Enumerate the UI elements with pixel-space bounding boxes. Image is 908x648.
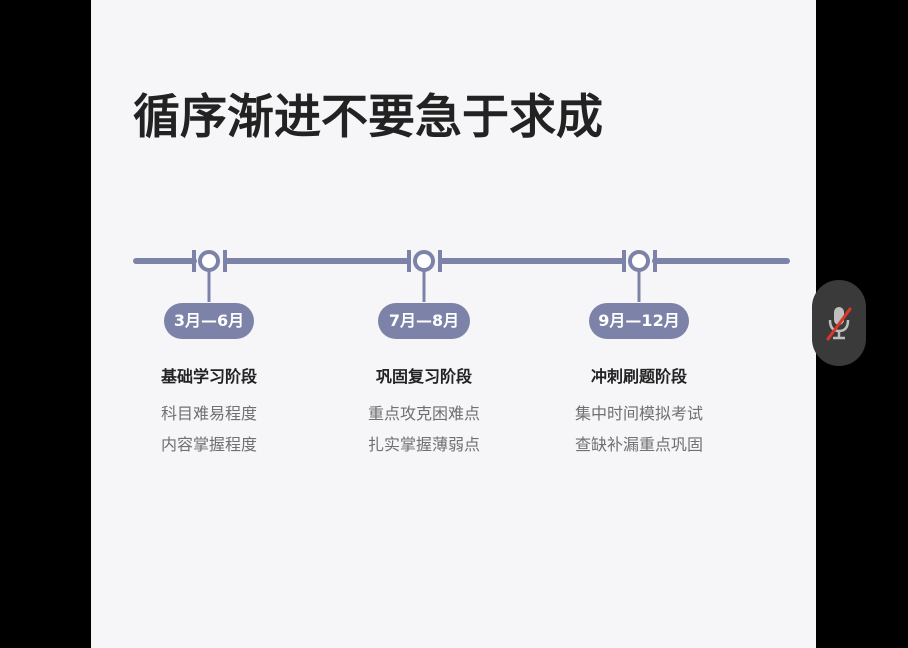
stage-1-period: 3月—6月	[164, 303, 254, 339]
slide-title: 循序渐进不要急于求成	[133, 90, 603, 145]
mute-microphone-button[interactable]	[812, 280, 866, 366]
stage-3-line-1: 集中时间模拟考试	[574, 404, 703, 423]
stage-1-line-2: 内容掌握程度	[160, 435, 257, 454]
microphone-muted-icon	[826, 307, 852, 341]
stage-1-line-1: 科目难易程度	[160, 404, 257, 423]
timeline-node	[192, 250, 227, 302]
stage-2-title: 巩固复习阶段	[375, 367, 472, 386]
stage-3-line-2: 查缺补漏重点巩固	[574, 435, 703, 454]
stage-1-title: 基础学习阶段	[160, 367, 257, 386]
stage-3-period: 9月—12月	[589, 303, 689, 339]
stage-2-period: 7月—8月	[378, 303, 470, 339]
presentation-slide: 循序渐进不要急于求成	[91, 0, 816, 648]
timeline-node	[407, 250, 442, 302]
stage-2-description: 重点攻克困难点 扎实掌握薄弱点	[339, 398, 509, 460]
stage-2-line-1: 重点攻克困难点	[367, 404, 480, 423]
stage-3-description: 集中时间模拟考试 查缺补漏重点巩固	[554, 398, 724, 460]
stage-2-line-2: 扎实掌握薄弱点	[367, 435, 480, 454]
timeline	[133, 250, 790, 302]
timeline-node	[622, 250, 657, 302]
stage-1-description: 科目难易程度 内容掌握程度	[124, 398, 294, 460]
stage-3-title: 冲刺刷题阶段	[590, 367, 687, 386]
